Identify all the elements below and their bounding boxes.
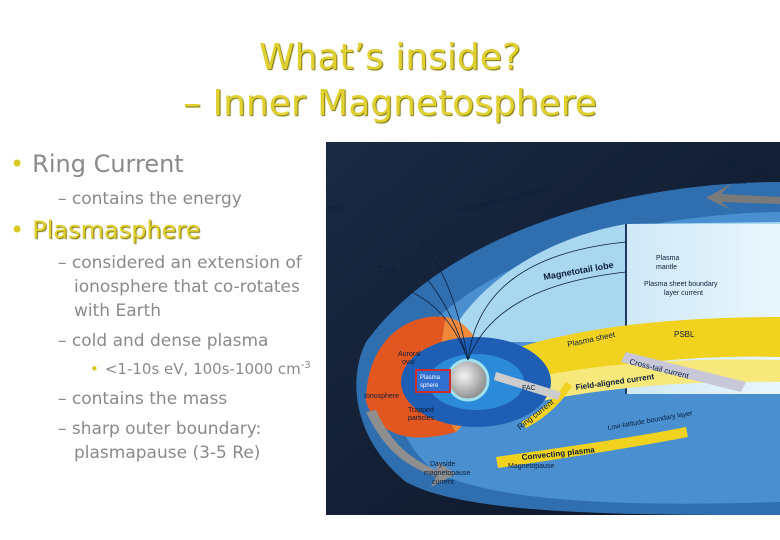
bullet-sub1-line3: with Earth <box>74 301 162 321</box>
bullet-ring-sub: – contains the energy <box>58 189 242 209</box>
bullet-sub1-line1: – considered an extension of <box>58 253 302 273</box>
bullet-sub2-point: • <1-10s eV, 100s-1000 cm-3 <box>90 360 311 378</box>
bullet-sub2-point-text: <1-10s eV, 100s-1000 cm <box>104 360 301 378</box>
bullet-dot-icon: • <box>90 360 99 378</box>
label-trapped-2: particles <box>408 415 435 422</box>
label-cusp: Cusp <box>378 265 397 274</box>
label-magnetopause: Magnetopause <box>508 463 554 470</box>
fac-arrow <box>494 372 561 400</box>
label-shock: hock <box>328 204 346 213</box>
convecting-plasma-arrow <box>496 427 688 468</box>
bullet-sub2: – cold and dense plasma <box>58 331 269 351</box>
label-dayside-1: Dayside <box>430 461 455 468</box>
plasmasphere-label-box <box>415 369 451 393</box>
magnetosphere-diagram: hock Interplanetary magnetic field Night… <box>326 142 780 515</box>
field-lines <box>385 241 627 361</box>
bullet-sub3: – contains the mass <box>58 389 228 409</box>
bullet-sub4-line1: – sharp outer boundary: <box>58 419 262 439</box>
label-psbl: PSBL <box>674 330 695 339</box>
label-auroral-1: Auroral <box>398 351 421 358</box>
dayside-current-arrow <box>366 410 456 487</box>
label-auroral-2: oval <box>402 359 415 366</box>
label-nightside-2: magnetopause <box>724 170 770 177</box>
label-psbl-current-2: layer current <box>664 290 703 297</box>
bullet-plasmasphere-text: Plasmasphere <box>32 216 201 244</box>
label-psbl-current-1: Plasma sheet boundary <box>644 281 718 288</box>
label-mantle-2: mantle <box>656 264 677 271</box>
bullet-dot-icon: • <box>10 150 25 178</box>
bullet-sub2-point-sup: -3 <box>300 360 311 371</box>
label-mantle-1: Plasma <box>656 255 679 262</box>
cross-tail-arrow <box>621 352 746 392</box>
bullet-dot-icon: • <box>10 216 25 244</box>
slide-title-line2: – Inner Magnetosphere <box>183 83 597 124</box>
bullet-sub1-line2: ionosphere that co-rotates <box>74 277 300 297</box>
bullet-ring-current: •Ring Current <box>10 150 184 178</box>
label-plasmasphere-2: sphere <box>420 383 439 389</box>
bullet-ring-current-text: Ring Current <box>32 150 184 178</box>
label-trapped-1: Trapped <box>408 407 434 414</box>
label-plasmasphere-1: Plasma <box>420 375 441 381</box>
earth <box>446 358 490 402</box>
bullet-sub4-line2: plasmapause (3-5 Re) <box>74 443 261 463</box>
label-dayside-2: magnetopause <box>424 470 470 477</box>
slide-title-line1: What’s inside? <box>259 37 521 78</box>
label-nightside-3: current <box>724 179 746 186</box>
label-nightside-1: Nightside <box>724 161 753 168</box>
bullet-plasmasphere: •Plasmasphere <box>10 216 200 244</box>
label-dayside-3: current <box>432 479 454 486</box>
nightside-current-arrow <box>706 184 780 210</box>
label-ionosphere: Ionosphere <box>364 393 399 400</box>
label-fac: FAC <box>522 385 536 392</box>
